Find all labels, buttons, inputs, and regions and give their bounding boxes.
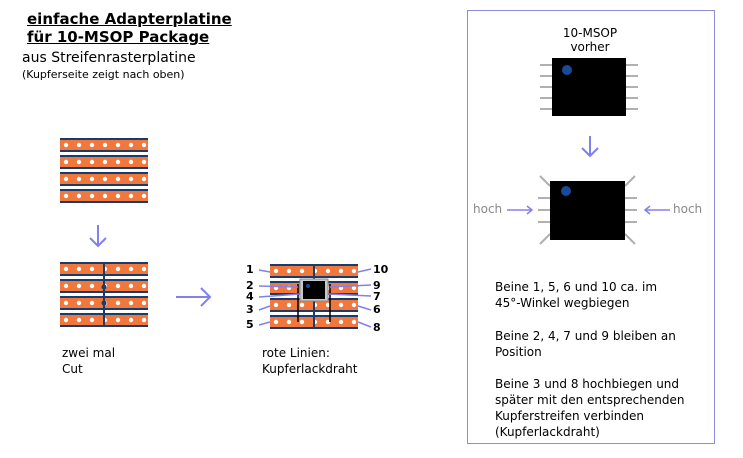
step-1-line-1: Beine 1, 5, 6 und 10 ca. im — [495, 280, 658, 294]
arrow-right-icon — [176, 287, 212, 307]
chip-label-line-1: 10-MSOP — [562, 26, 618, 40]
arrow-down-icon — [89, 225, 107, 248]
panel-arrow-down-icon — [581, 136, 599, 158]
title-line-1: einfache Adapterplatine — [27, 10, 232, 28]
stripboard-wired — [270, 264, 358, 329]
pin-label-1: 1 — [246, 263, 254, 276]
caption-wire-line-1: rote Linien: — [262, 346, 330, 360]
title-line-2: für 10-MSOP Package — [27, 28, 210, 46]
step-3-line-2: später mit den entsprechenden — [495, 393, 685, 407]
pin-label-2: 2 — [246, 279, 254, 292]
pin-label-7: 7 — [373, 290, 381, 303]
step-3-line-4: (Kupferlackdraht) — [495, 425, 600, 439]
chip-label-line-2: vorher — [570, 40, 610, 54]
pin-label-5: 5 — [246, 318, 254, 331]
stripboard-cut — [60, 262, 148, 327]
pin-label-9: 9 — [373, 279, 381, 292]
stripboard-plain — [60, 138, 148, 203]
caption-cut-line-2: Cut — [62, 362, 83, 376]
step-2-line-2: Position — [495, 345, 542, 359]
title-line-4: (Kupferseite zeigt nach oben) — [22, 68, 185, 81]
step-2-line-1: Beine 2, 4, 7 und 9 bleiben an — [495, 329, 676, 343]
pin-label-3: 3 — [246, 303, 254, 316]
pin-pointer-lines-right — [327, 268, 372, 328]
hoch-arrow-right-icon — [643, 205, 670, 215]
step-3-line-1: Beine 3 und 8 hochbiegen und — [495, 377, 680, 391]
hoch-label-left: hoch — [473, 202, 503, 216]
step-3-line-3: Kupferstreifen verbinden — [495, 409, 644, 423]
hoch-label-right: hoch — [673, 202, 703, 216]
step-1-line-2: 45°-Winkel wegbiegen — [495, 296, 630, 310]
msop-chip-before — [540, 58, 638, 116]
msop-chip-after — [538, 175, 637, 245]
caption-wire-line-2: Kupferlackdraht — [262, 362, 358, 376]
caption-cut-line-1: zwei mal — [62, 346, 116, 360]
pin-label-6: 6 — [373, 303, 381, 316]
title-line-3: aus Streifenrasterplatine — [22, 50, 196, 66]
pin-label-4: 4 — [246, 290, 254, 303]
pin-pointer-lines-left — [258, 269, 301, 326]
instruction-panel — [467, 10, 715, 444]
hoch-arrow-left-icon — [507, 205, 534, 215]
pin-label-10: 10 — [373, 263, 389, 276]
pin-label-8: 8 — [373, 321, 381, 334]
